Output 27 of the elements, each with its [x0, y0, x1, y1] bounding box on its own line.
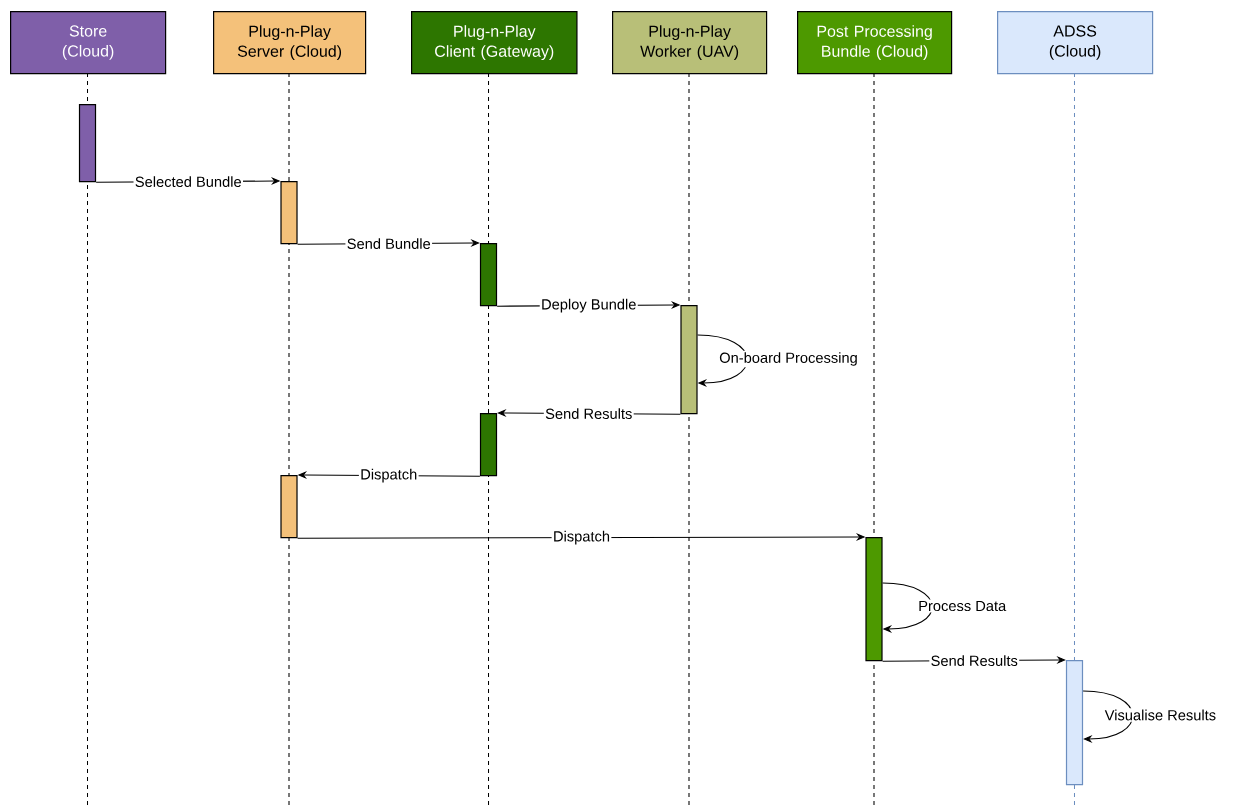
- activation-bar: [479, 413, 498, 477]
- message-label: Deploy Bundle: [539, 297, 638, 314]
- activation-bar: [865, 537, 883, 662]
- activation-bar: [680, 305, 698, 415]
- message-label: Send Results: [929, 653, 1020, 668]
- participant-box: Plug-n-Play Client (Gateway): [411, 11, 578, 75]
- participant-box: Store (Cloud): [10, 11, 167, 75]
- participant-box: Plug-n-Play Server (Cloud): [213, 11, 367, 75]
- message-label: On-board Processing: [717, 350, 860, 368]
- message-label: Send Bundle: [345, 236, 433, 251]
- activation-bar: [280, 475, 298, 539]
- participant-box: ADSS (Cloud): [997, 11, 1154, 75]
- message-label: Process Data: [916, 599, 1008, 613]
- message-label: Send Results: [543, 406, 634, 421]
- activation-bar: [78, 104, 97, 183]
- participant-box: Plug-n-Play Worker (UAV): [612, 11, 768, 75]
- self-message-arrow: [1082, 690, 1134, 744]
- activation-bar: [1065, 660, 1084, 786]
- self-message-arrow: [882, 582, 933, 634]
- message-label: Dispatch: [358, 467, 419, 484]
- message-label: Selected Bundle: [133, 174, 243, 189]
- message-label: Dispatch: [551, 529, 612, 546]
- self-message-arrow: [697, 334, 748, 388]
- activation-bar: [280, 181, 298, 245]
- message-label: Visualise Results: [1103, 708, 1218, 722]
- activation-bar: [479, 243, 498, 307]
- participant-box: Post Processing Bundle (Cloud): [797, 11, 953, 75]
